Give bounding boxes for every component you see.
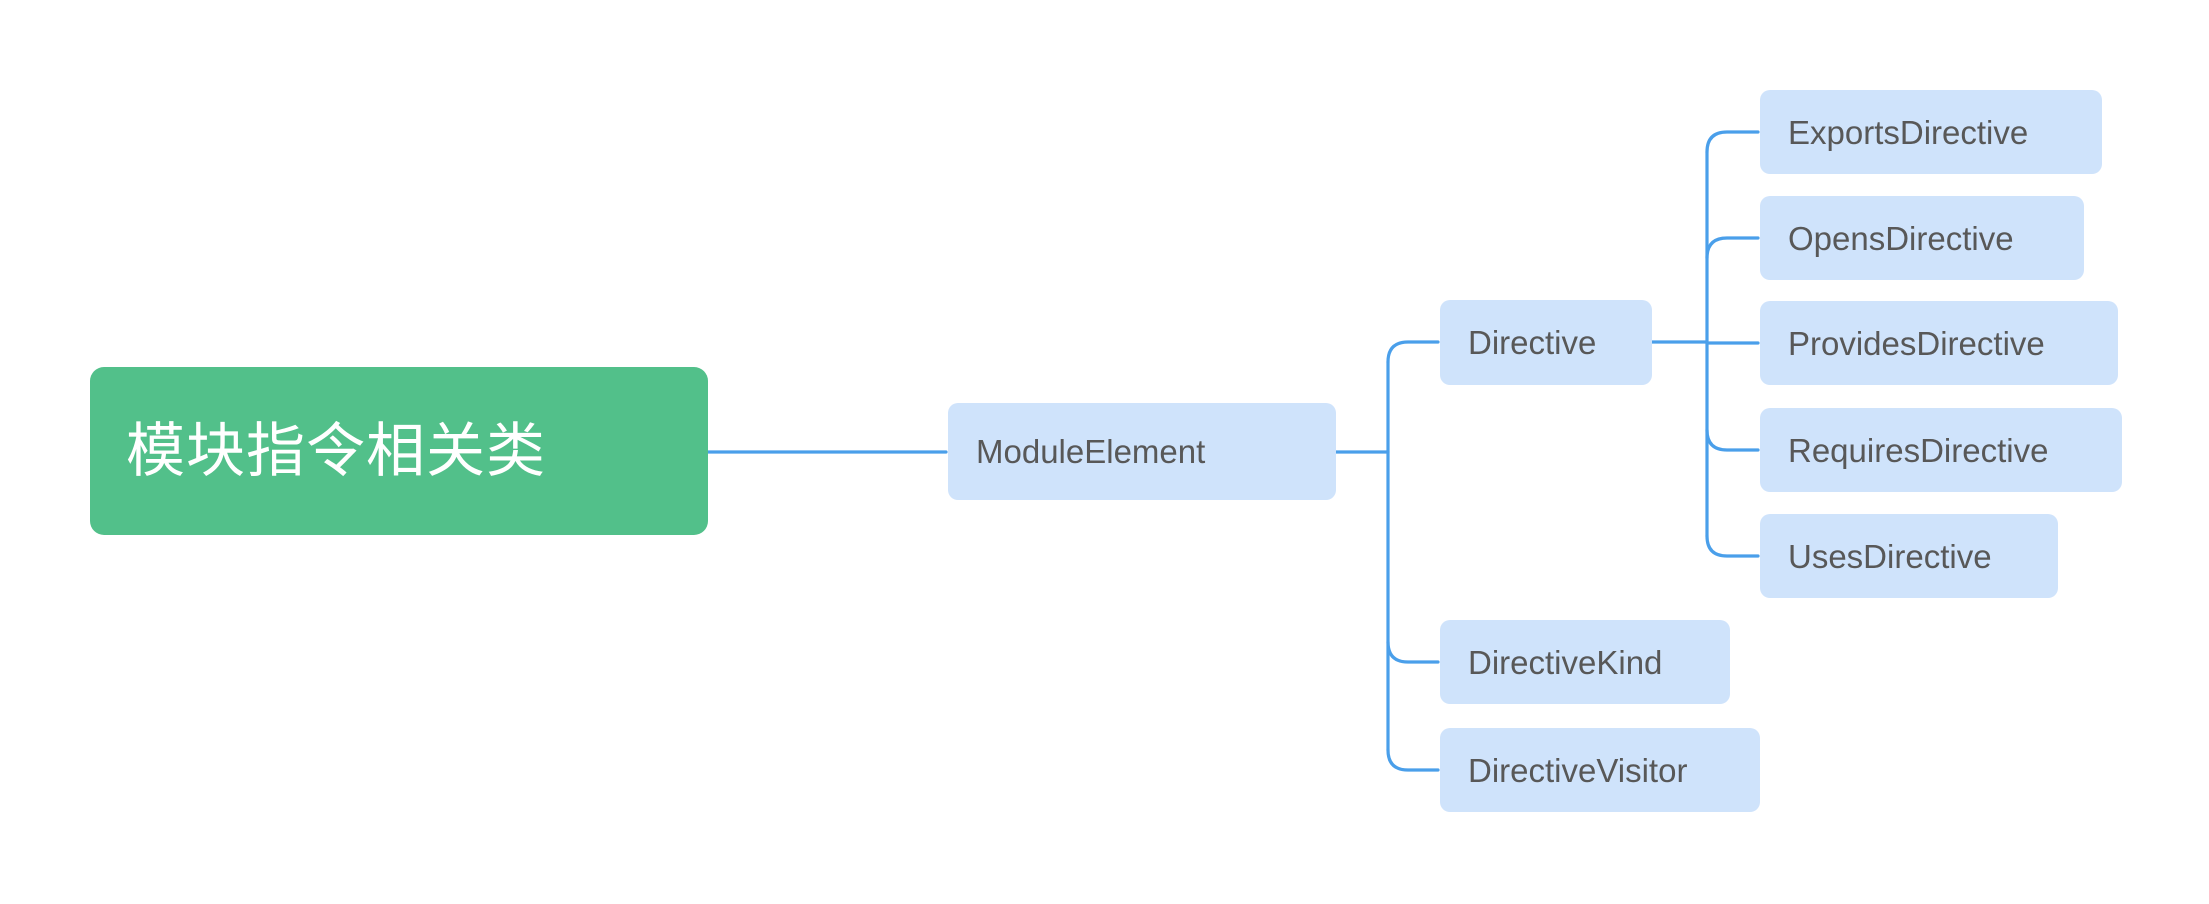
node-provides-directive[interactable]: ProvidesDirective <box>1760 301 2118 385</box>
edge-to-directive <box>1386 340 1440 364</box>
edge-to-exports-directive <box>1705 130 1760 154</box>
node-provides-directive-label: ProvidesDirective <box>1788 324 2045 362</box>
edge-to-uses-directive <box>1705 534 1760 558</box>
node-uses-directive-label: UsesDirective <box>1788 537 1992 575</box>
edge-to-opens-directive <box>1705 236 1760 260</box>
node-opens-directive[interactable]: OpensDirective <box>1760 196 2084 280</box>
edge-to-directive-kind <box>1386 640 1440 664</box>
edge-to-directive-visitor <box>1386 748 1440 772</box>
node-root[interactable]: 模块指令相关类 <box>90 367 708 535</box>
node-module-element[interactable]: ModuleElement <box>948 403 1336 500</box>
node-opens-directive-label: OpensDirective <box>1788 219 2014 257</box>
node-directive-visitor[interactable]: DirectiveVisitor <box>1440 728 1760 812</box>
node-requires-directive-label: RequiresDirective <box>1788 431 2049 469</box>
node-uses-directive[interactable]: UsesDirective <box>1760 514 2058 598</box>
node-directive[interactable]: Directive <box>1440 300 1652 385</box>
node-exports-directive[interactable]: ExportsDirective <box>1760 90 2102 174</box>
edge-to-requires-directive <box>1705 428 1760 452</box>
node-directive-kind[interactable]: DirectiveKind <box>1440 620 1730 704</box>
node-exports-directive-label: ExportsDirective <box>1788 113 2029 151</box>
node-directive-label: Directive <box>1468 324 1597 361</box>
node-directive-visitor-label: DirectiveVisitor <box>1468 751 1688 789</box>
node-module-element-label: ModuleElement <box>976 433 1206 470</box>
node-directive-kind-label: DirectiveKind <box>1468 643 1663 681</box>
node-requires-directive[interactable]: RequiresDirective <box>1760 408 2122 492</box>
node-root-label: 模块指令相关类 <box>126 417 547 484</box>
